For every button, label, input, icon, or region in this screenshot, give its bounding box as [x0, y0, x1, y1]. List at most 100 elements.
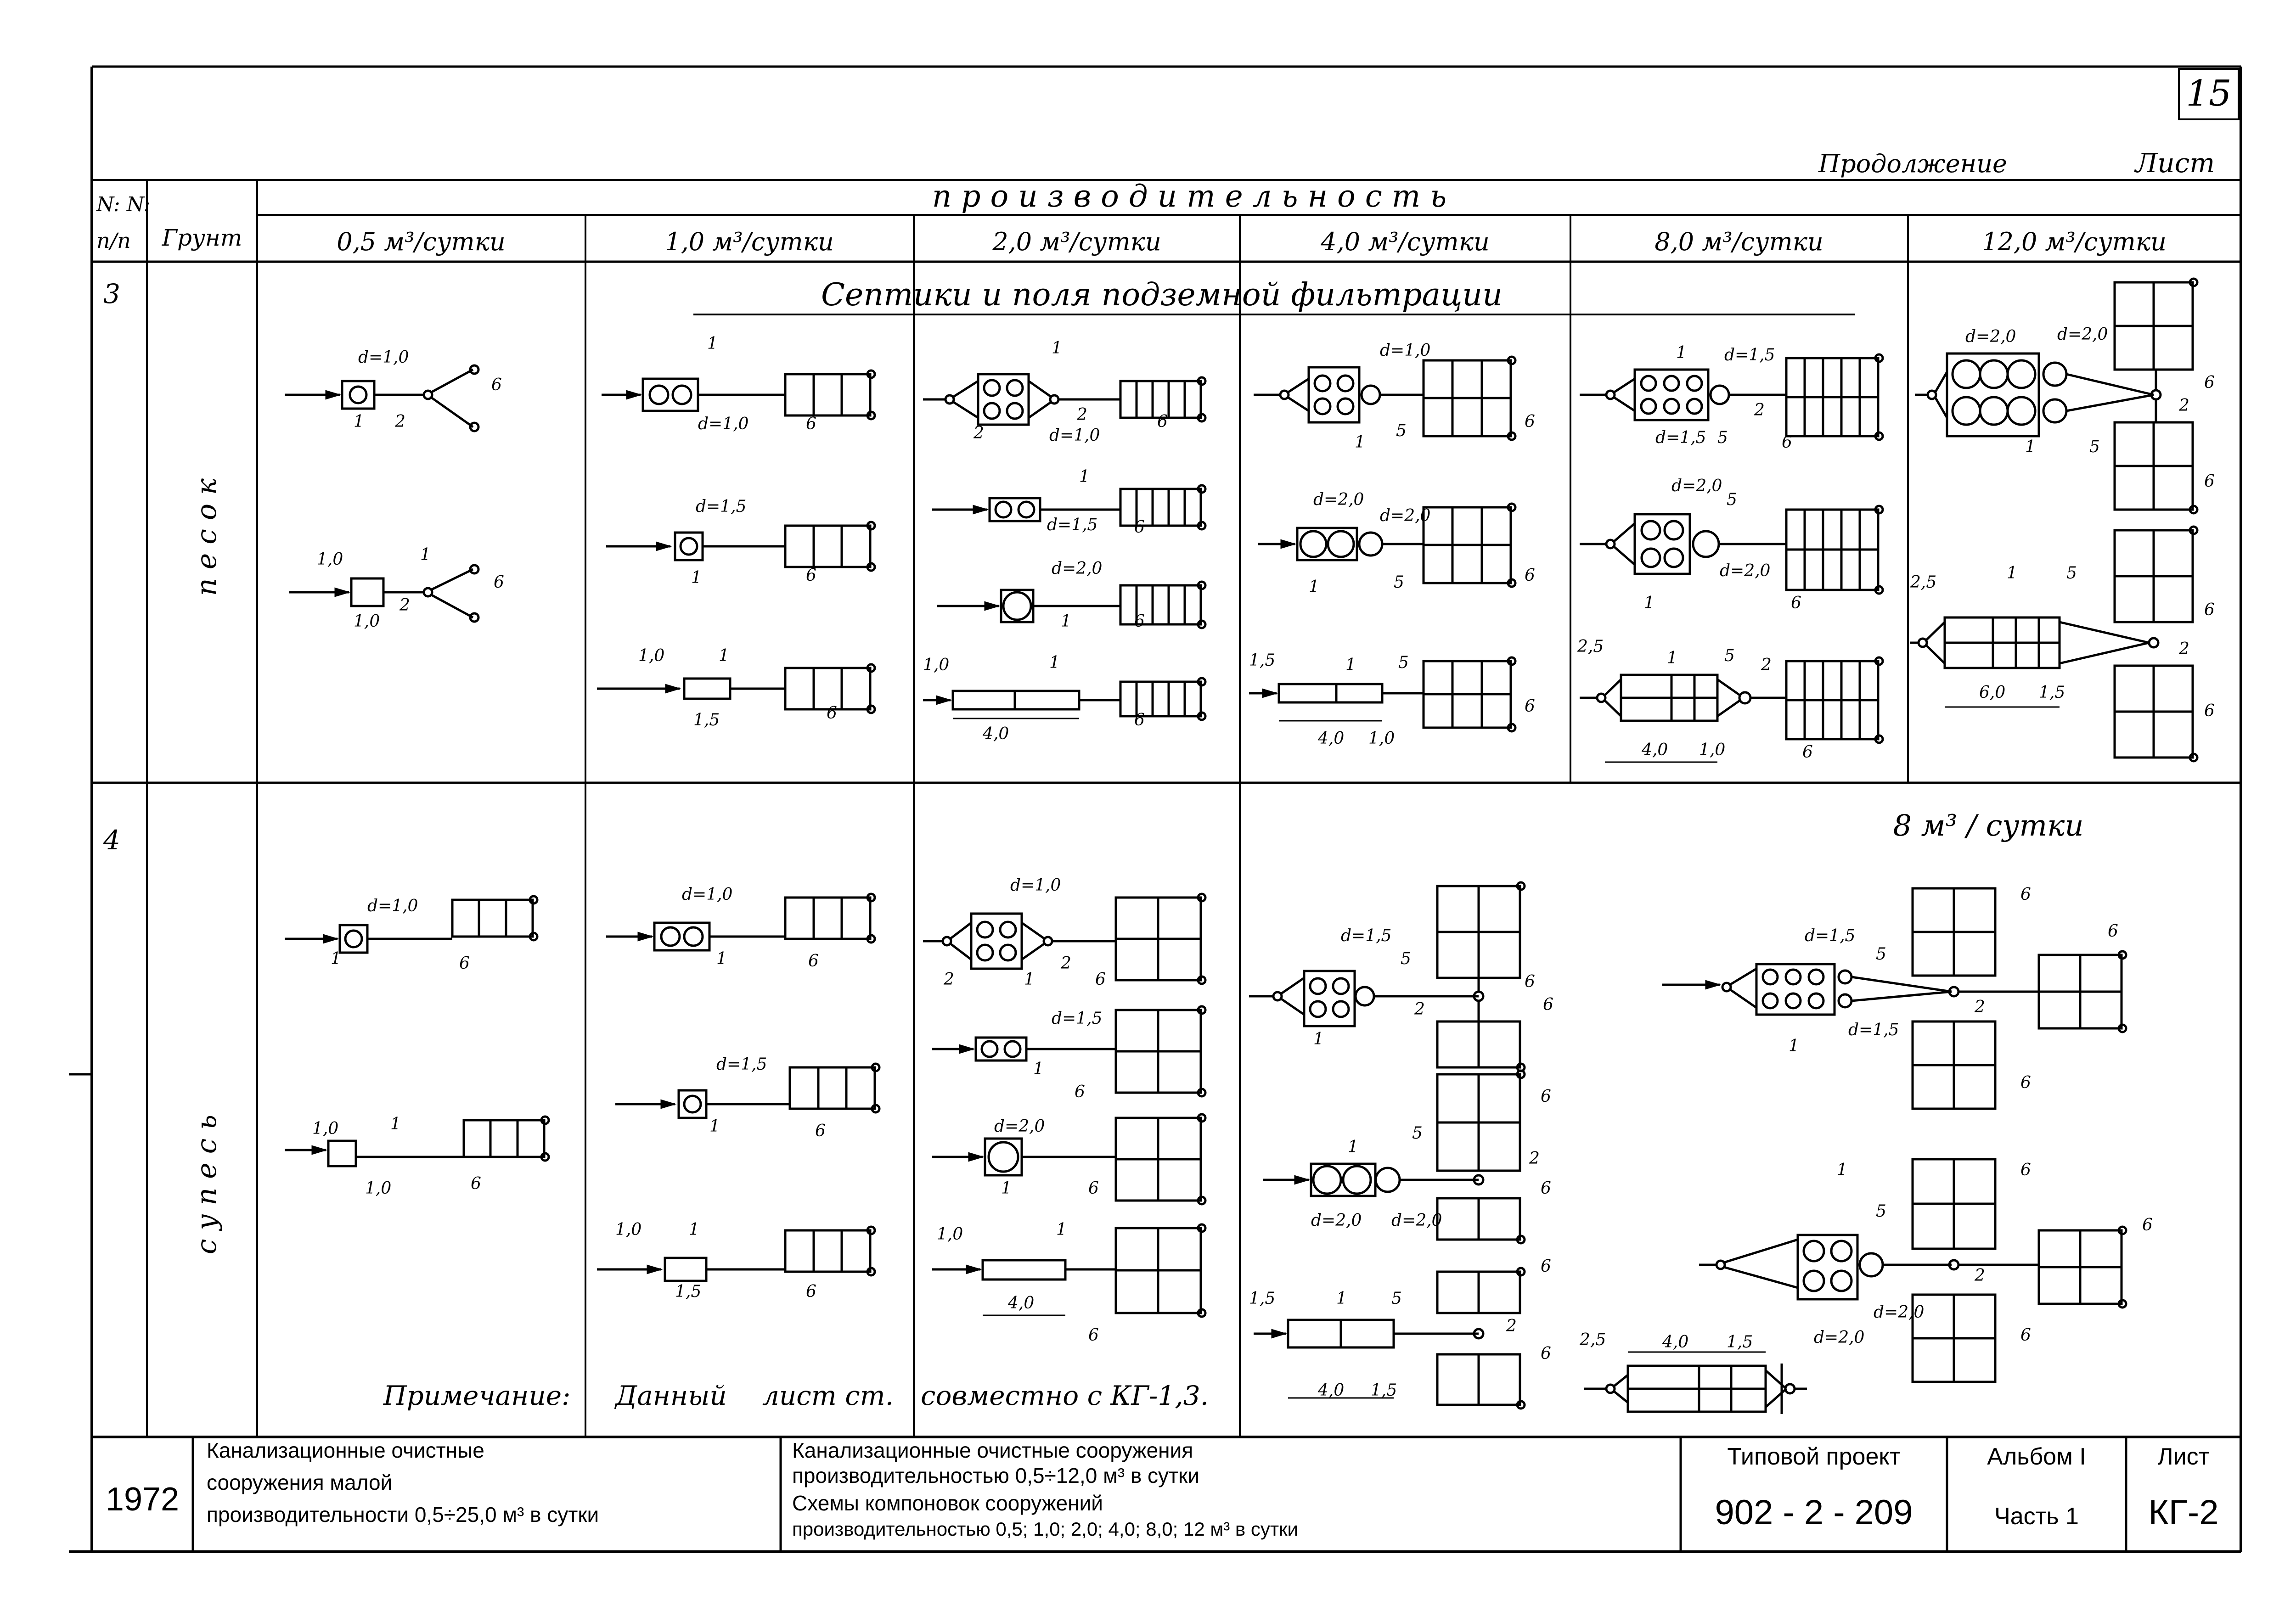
label-5: 5	[1876, 1202, 1886, 1221]
label-5: 5	[1401, 949, 1411, 968]
label-6: 6	[1541, 1257, 1551, 1276]
label-2: 2	[973, 424, 984, 443]
label-2: 2	[399, 596, 410, 615]
label-d: d=1,5	[1047, 516, 1097, 534]
row-number-header: N: N:	[96, 193, 151, 216]
label-6: 6	[2204, 472, 2215, 491]
label-size: 4,0	[1641, 741, 1668, 759]
drawing-frame	[69, 65, 2242, 1553]
label-1: 1	[1837, 1161, 1847, 1179]
label-1: 1	[1345, 656, 1356, 674]
label-2: 2	[1754, 401, 1765, 420]
capacity-0.5: 0,5 м³/сутки	[337, 227, 505, 256]
label-1: 1	[354, 412, 364, 431]
label-1: 1	[1676, 343, 1687, 362]
label-2: 2	[1529, 1149, 1540, 1168]
part-label: Часть 1	[1994, 1503, 2079, 1530]
label-6: 6	[1791, 594, 1801, 612]
label-6: 6	[1134, 518, 1145, 537]
label-6: 6	[1157, 412, 1168, 431]
label-6: 6	[815, 1122, 826, 1140]
label-1: 1	[716, 949, 727, 968]
label-1: 1	[1336, 1289, 1347, 1308]
scheme-loam-0.5-b	[285, 1115, 550, 1167]
label-1: 1	[1033, 1060, 1044, 1078]
project-label: Типовой проект	[1727, 1443, 1900, 1470]
label-1: 1	[1355, 433, 1365, 452]
label-6: 6	[459, 954, 470, 973]
page-number: 15	[2186, 73, 2231, 114]
row-number-header-2: п/п	[96, 228, 131, 253]
label-5: 5	[1724, 646, 1735, 665]
label-d: d=2,0	[1380, 506, 1430, 525]
label-d: d=2,0	[1965, 327, 2016, 346]
scheme-sand-2.0-a	[923, 373, 1207, 426]
soil-sandy-loam: с у п е с ь	[191, 1115, 223, 1254]
label-2: 2	[1060, 954, 1071, 973]
label-d: d=2,0	[1313, 490, 1364, 509]
label-5: 5	[1396, 421, 1407, 440]
label-6: 6	[1802, 743, 1813, 762]
title-mid-4: производительностью 0,5; 1,0; 2,0; 4,0; …	[792, 1518, 1298, 1540]
label-size: 2,5	[1577, 637, 1604, 656]
label-size: 1,0	[317, 550, 343, 569]
label-1: 1	[1001, 1179, 1012, 1198]
label-size: 1,5	[693, 711, 720, 730]
scheme-sand-4.0-c	[1249, 656, 1517, 733]
scheme-loam-2.0-d	[932, 1223, 1207, 1318]
title-left-3: производительности 0,5÷25,0 м³ в сутки	[207, 1503, 599, 1526]
label-6: 6	[806, 415, 816, 433]
album-label: Альбом I	[1987, 1443, 2086, 1470]
label-size: 1,0	[923, 656, 949, 674]
section-title: Септики и поля подземной фильтрации	[821, 277, 1503, 313]
note-text-1: Данный	[614, 1380, 727, 1411]
note-label: Примечание:	[383, 1380, 571, 1411]
label-1: 1	[420, 545, 431, 564]
label-1: 1	[709, 1117, 720, 1136]
scheme-sand-2.0-c	[937, 580, 1207, 629]
label-2: 2	[2178, 396, 2189, 415]
label-1: 1	[2025, 438, 2036, 456]
label-1: 1	[2007, 564, 2017, 583]
label-2: 2	[1414, 1000, 1425, 1019]
scheme-sand-0.5-a	[285, 364, 480, 432]
label-6: 6	[808, 952, 819, 971]
label-1: 1	[689, 1220, 699, 1239]
label-1: 1	[1024, 970, 1035, 989]
scheme-sand-2.0-d	[923, 677, 1207, 721]
note-text-2: лист ст.	[762, 1380, 894, 1411]
label-size: 1,0	[365, 1179, 391, 1198]
year: 1972	[106, 1481, 179, 1518]
label-5: 5	[1717, 428, 1728, 447]
label-6: 6	[2020, 1161, 2031, 1179]
label-6: 6	[471, 1174, 481, 1193]
label-size: 1,5	[675, 1282, 701, 1301]
label-d: d=1,0	[1380, 341, 1430, 360]
label-2: 2	[2178, 640, 2189, 658]
label-6: 6	[1134, 612, 1145, 631]
label-5: 5	[1727, 490, 1737, 509]
label-5: 5	[1876, 945, 1886, 964]
title-left-2: сооружения малой	[207, 1470, 392, 1494]
soil-sand: п е с о к	[191, 478, 223, 596]
label-5: 5	[1394, 573, 1404, 592]
label-6: 6	[2204, 701, 2215, 720]
label-d: d=2,0	[1814, 1328, 1864, 1347]
label-size: 1,5	[1727, 1333, 1753, 1352]
scheme-loam-8.0-a	[1662, 887, 2127, 1110]
scheme-sand-8.0-a	[1580, 353, 1884, 441]
label-2: 2	[1974, 1266, 1985, 1285]
soil-header: Грунт	[162, 224, 242, 251]
label-6: 6	[1525, 412, 1535, 431]
label-d: d=1,5	[716, 1055, 767, 1074]
label-2: 2	[394, 412, 405, 431]
label-d: d=2,0	[1052, 559, 1102, 578]
label-size: 1,0	[638, 646, 664, 665]
table-grid	[92, 179, 2241, 1438]
label-1: 1	[1056, 1220, 1067, 1239]
sheet-code: КГ-2	[2148, 1493, 2218, 1532]
label-6: 6	[2204, 373, 2215, 392]
productivity-header: п р о и з в о д и т е л ь н о с т ь	[932, 179, 1446, 214]
label-6: 6	[806, 566, 816, 585]
label-size: 1,5	[2039, 683, 2065, 702]
